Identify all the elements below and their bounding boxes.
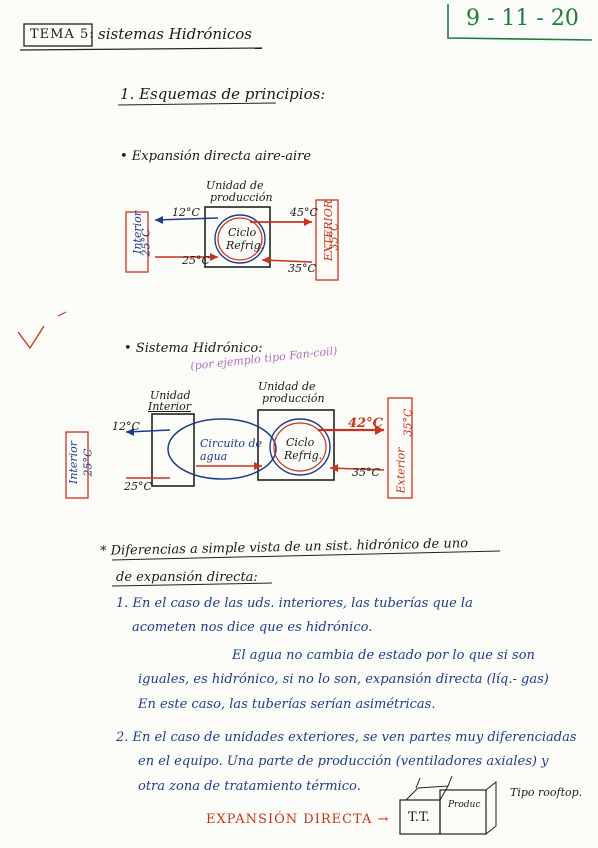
direct-expansion-label: EXPANSIÓN DIRECTA → bbox=[206, 812, 390, 827]
rooftop-prod-label: Produc bbox=[448, 800, 481, 810]
fig2-indoor-unit-2: Interior bbox=[148, 400, 192, 413]
topic-box-label: TEMA 5: bbox=[30, 27, 95, 42]
fig1-temp-out-top: 45°C bbox=[290, 206, 318, 219]
fig2-exterior-2: 35°C bbox=[401, 408, 415, 437]
rooftop-tt-label: T.T. bbox=[408, 810, 430, 825]
rooftop-label: Tipo rooftop. bbox=[510, 786, 583, 799]
fig2-cycle-2: Refrig. bbox=[284, 449, 323, 462]
figure-direct-expansion bbox=[125, 199, 339, 281]
paragraph-1-line-1: 1. En el caso de las uds. interiores, la… bbox=[116, 596, 473, 611]
fig2-temp-out-bottom: 35°C bbox=[352, 466, 380, 479]
bullet-hydronic: • Sistema Hidrónico: bbox=[124, 341, 263, 356]
fig1-temp-out-bottom: 35°C bbox=[288, 262, 316, 275]
title-underline bbox=[19, 47, 263, 51]
fig1-cycle-2: Refrig. bbox=[226, 239, 265, 252]
fig2-temp-in-top: 12°C bbox=[112, 420, 140, 433]
figure-hydronic-system bbox=[65, 397, 413, 499]
fig2-exterior-1: Exterior bbox=[394, 447, 408, 494]
fig1-temp-in-bottom: 25°C bbox=[182, 254, 210, 267]
fig2-interior-1: Interior bbox=[67, 440, 81, 485]
topic-box-outline bbox=[23, 23, 93, 47]
paragraph-1-line-3: El agua no cambia de estado por lo que s… bbox=[232, 648, 535, 663]
fig1-unit-label-2: producción bbox=[210, 191, 273, 204]
paragraph-2-line-3: otra zona de tratamiento térmico. bbox=[138, 779, 361, 794]
fig2-prod-unit-1: Unidad de bbox=[258, 380, 316, 393]
date-box-outline bbox=[447, 4, 593, 41]
fig2-temp-out-top: 42°C bbox=[348, 416, 383, 431]
fig2-cycle-1: Ciclo bbox=[286, 436, 315, 449]
topic-title: sistemas Hidrónicos bbox=[98, 25, 252, 43]
fig2-indoor-unit-1: Unidad bbox=[150, 389, 191, 402]
paragraph-1-line-5: En este caso, las tuberías serían asimét… bbox=[138, 697, 436, 712]
fig1-cycle-1: Ciclo bbox=[228, 226, 257, 239]
fig1-exterior-2: 35°C bbox=[327, 222, 341, 251]
fig1-interior-2: 25°C bbox=[139, 228, 153, 257]
date: 9 - 11 - 20 bbox=[466, 6, 579, 31]
bullet-direct-expansion: • Expansión directa aire-aire bbox=[120, 149, 312, 164]
fig2-water-circuit-2: agua bbox=[200, 450, 228, 463]
rooftop-sketch bbox=[399, 775, 497, 835]
paragraph-1-line-4: iguales, es hidrónico, si no lo son, exp… bbox=[138, 672, 549, 687]
check-mark-icon bbox=[17, 325, 45, 350]
section-heading: 1. Esquemas de principios: bbox=[120, 85, 326, 103]
fig1-temp-in-top: 12°C bbox=[172, 206, 200, 219]
fig2-water-circuit-1: Circuito de bbox=[200, 437, 263, 450]
paragraph-2-line-1: 2. En el caso de unidades exteriores, se… bbox=[116, 730, 577, 745]
fig2-interior-2: 25°C bbox=[81, 448, 95, 477]
differences-heading-2: de expansión directa: bbox=[116, 570, 258, 585]
fig1-unit-label-1: Unidad de bbox=[206, 179, 264, 192]
paragraph-1-line-2: acometen nos dice que es hidrónico. bbox=[132, 620, 373, 635]
fig2-prod-unit-2: producción bbox=[262, 392, 325, 405]
paragraph-2-line-2: en el equipo. Una parte de producción (v… bbox=[138, 754, 549, 769]
fig2-temp-in-bottom: 25°C bbox=[124, 480, 152, 493]
